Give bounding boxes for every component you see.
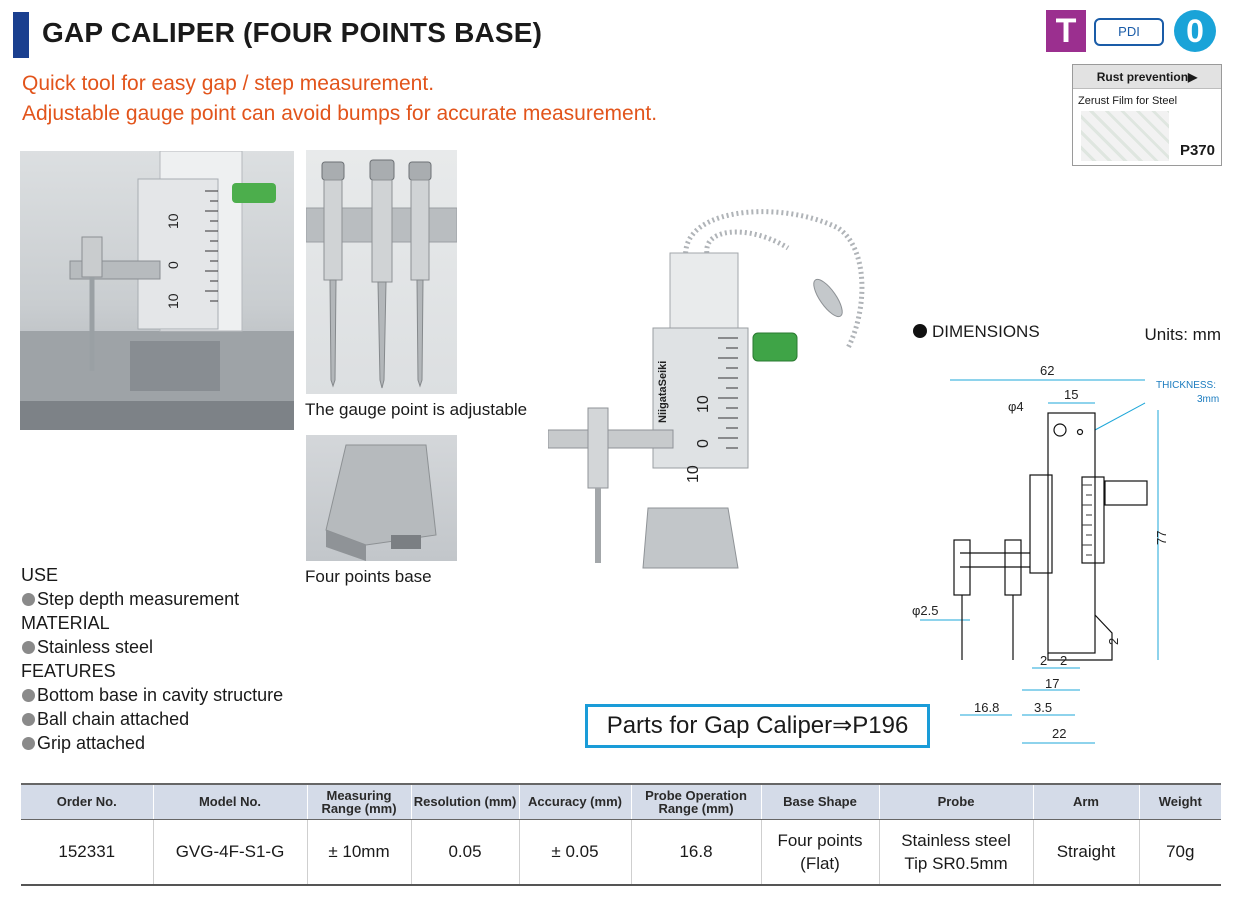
dimensions-drawing: 62 15 φ4 THICKNESS: 3mm 77 φ2.5 2 2 2 17… [912, 363, 1219, 744]
title-accent-bar [13, 12, 29, 58]
rust-product-name: Zerust Film for Steel [1078, 95, 1178, 107]
dim-base-width: 22 [1052, 726, 1066, 741]
cell-arm: Straight [1032, 819, 1139, 886]
spec-table: Order No. Model No. Measuring Range (mm)… [21, 783, 1221, 886]
tagline-1: Quick tool for easy gap / step measureme… [22, 72, 435, 95]
units-label: Units: mm [1144, 325, 1222, 344]
feature-item: Grip attached [21, 731, 283, 755]
four-points-caption: Four points base [305, 567, 432, 586]
table-row: 152331 GVG-4F-S1-G ± 10mm 0.05 ± 0.05 16… [21, 819, 1221, 886]
base-shape-line-1: Four points [777, 830, 863, 850]
feature-item: Bottom base in cavity structure [21, 683, 283, 707]
base-shape-line-2: (Flat) [800, 853, 840, 873]
dim-base-b: 2 [1060, 653, 1067, 668]
adjustable-caption: The gauge point is adjustable [305, 400, 528, 419]
cell-resolution: 0.05 [410, 819, 519, 886]
header-accuracy: Accuracy (mm) [518, 783, 631, 820]
dim-probe-dia: φ2.5 [912, 603, 939, 618]
probe-line-1: Stainless steel [901, 830, 1011, 850]
dimensions-heading: DIMENSIONS [913, 322, 1040, 342]
caliper-in-use-photo: 10 0 10 [20, 151, 294, 430]
cell-range: ± 10mm [306, 819, 411, 886]
cell-order-no: 152331 [21, 819, 153, 886]
dim-base-a: 2 [1040, 653, 1047, 668]
header-arm: Arm [1032, 783, 1139, 820]
tagline-2: Adjustable gauge point can avoid bumps f… [22, 102, 658, 125]
pdi-badge: PDI [1094, 18, 1164, 46]
rust-prevention-label: Rust prevention [1096, 70, 1189, 84]
cell-probe: Stainless steel Tip SR0.5mm [878, 819, 1033, 886]
header-resolution: Resolution (mm) [410, 783, 519, 820]
probe-line-2: Tip SR0.5mm [904, 853, 1008, 873]
header-model-no: Model No. [152, 783, 307, 820]
main-scale-number-mid: 0 [695, 439, 712, 448]
page-title: GAP CALIPER (FOUR POINTS BASE) [42, 17, 543, 48]
dim-height: 77 [1154, 531, 1169, 545]
scale-number-top: 10 [165, 213, 181, 229]
header-probe-range: Probe Operation Range (mm) [630, 783, 761, 820]
rust-prevention-box[interactable]: Rust prevention▶ Zerust Film for Steel P… [1072, 64, 1222, 166]
dimensions-label: DIMENSIONS [932, 322, 1040, 341]
four-points-base-photo [306, 435, 457, 561]
cell-base-shape: Four points (Flat) [760, 819, 879, 886]
bullet-icon [913, 324, 927, 338]
dim-small: 3.5 [1034, 700, 1052, 715]
scale-number-bottom: 10 [165, 293, 181, 309]
cell-probe-range: 16.8 [630, 819, 761, 886]
dim-width-top: 15 [1064, 387, 1078, 402]
dim-offset: 16.8 [974, 700, 999, 715]
dim-thickness-value: 3mm [1197, 394, 1219, 405]
feature-item: Ball chain attached [21, 707, 283, 731]
header-order-no: Order No. [21, 783, 153, 820]
spec-table-header-row: Order No. Model No. Measuring Range (mm)… [21, 783, 1221, 820]
dim-width-total: 62 [1040, 363, 1054, 378]
cell-model-no: GVG-4F-S1-G [152, 819, 307, 886]
main-scale-number-top: 10 [695, 395, 712, 413]
dim-step: 2 [1106, 638, 1121, 645]
zerust-film-image [1081, 111, 1169, 161]
header-weight: Weight [1138, 783, 1221, 820]
dim-thickness-label: THICKNESS: [1156, 380, 1216, 391]
dim-base-c: 17 [1045, 676, 1059, 691]
zero-badge: 0 [1174, 10, 1216, 52]
rust-page-reference: P370 [1179, 142, 1215, 159]
header-probe: Probe [878, 783, 1033, 820]
header-base-shape: Base Shape [760, 783, 879, 820]
features-heading: FEATURES [21, 661, 116, 681]
material-item: Stainless steel [21, 635, 283, 659]
parts-link-box[interactable]: Parts for Gap Caliper⇒P196 [585, 704, 930, 748]
material-heading: MATERIAL [21, 613, 110, 633]
t-badge: T [1046, 10, 1086, 52]
scale-number-mid: 0 [165, 261, 181, 269]
dim-hole: φ4 [1008, 399, 1024, 414]
adjustable-gauge-point-photo [306, 150, 457, 394]
rust-prevention-heading: Rust prevention▶ [1073, 65, 1221, 89]
main-scale-number-bottom: 10 [685, 465, 702, 483]
header-measuring-range: Measuring Range (mm) [306, 783, 411, 820]
use-heading: USE [21, 565, 59, 585]
cell-accuracy: ± 0.05 [518, 819, 631, 886]
feature-badges: T PDI 0 [1046, 10, 1226, 54]
cell-weight: 70g [1138, 819, 1221, 886]
use-item: Step depth measurement [21, 587, 283, 611]
brand-mark: NiigataSeiki [657, 361, 669, 423]
spec-list: USE Step depth measurement MATERIAL Stai… [21, 563, 283, 755]
play-arrow-icon: ▶ [1188, 70, 1198, 84]
gap-caliper-main-photo: NiigataSeiki 10 0 10 [547, 208, 878, 578]
